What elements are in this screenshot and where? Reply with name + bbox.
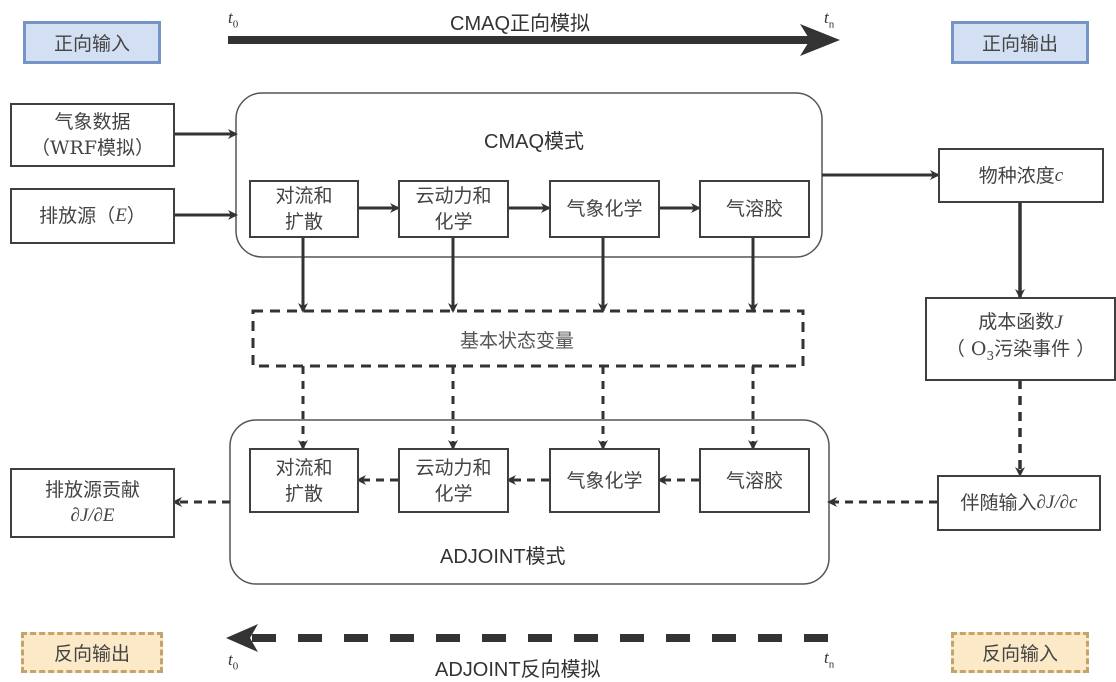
state-box-frame — [251, 309, 805, 368]
cost-o3-open: （ O — [945, 338, 987, 361]
cmaq-module-aerosol: 气溶胶 — [699, 180, 810, 238]
adjoint-input-prefix: 伴随输入 — [960, 492, 1037, 514]
t0-symbol: t — [228, 8, 233, 27]
t0-subscript: 0 — [232, 660, 239, 673]
backward-tn-label: tn — [824, 648, 834, 670]
adjoint-module-transport: 对流和 扩散 — [249, 448, 359, 513]
cmaq-module-cloud: 云动力和 化学 — [398, 180, 509, 238]
cmaq-module-transport: 对流和 扩散 — [249, 180, 359, 238]
module-line1: 云动力和 — [415, 185, 492, 207]
cost-line2: （ O3污染事件 ） — [946, 336, 1095, 369]
module-line1: 气溶胶 — [725, 198, 783, 220]
meteo-data-line2: （WRF模拟） — [30, 137, 155, 159]
cost-prefix: 成本函数 — [978, 311, 1055, 334]
backward-input-label: 反向输入 — [981, 643, 1058, 665]
forward-timeline-title: CMAQ正向模拟 — [450, 13, 590, 35]
module-line1: 云动力和 — [415, 456, 492, 479]
adjoint-module-cloud: 云动力和 化学 — [398, 448, 509, 513]
forward-t0-label: t0 — [228, 8, 238, 30]
cost-variable: J — [1054, 312, 1063, 334]
emission-variable: E — [115, 205, 127, 226]
meteo-data-line1: 气象数据 — [54, 111, 131, 133]
forward-input-legend: 正向输入 — [23, 21, 161, 64]
t0-subscript: 0 — [232, 18, 239, 31]
backward-timeline-arrowhead — [226, 624, 258, 652]
module-line2: 化学 — [434, 211, 473, 233]
module-line2: 扩散 — [284, 482, 323, 505]
tn-symbol: t — [824, 8, 829, 27]
cost-function-box: 成本函数J （ O3污染事件 ） — [925, 297, 1116, 381]
species-prefix: 物种浓度 — [978, 164, 1055, 187]
module-line1: 气象化学 — [566, 469, 643, 492]
tn-subscript: n — [828, 18, 835, 31]
tn-subscript: n — [828, 658, 835, 671]
adjoint-module-aerosol: 气溶胶 — [699, 448, 810, 513]
module-line1: 对流和 — [275, 185, 333, 207]
forward-tn-label: tn — [824, 8, 834, 30]
module-line1: 气溶胶 — [725, 469, 783, 492]
forward-output-label: 正向输出 — [981, 33, 1058, 55]
adjoint-module-gas-chem: 气象化学 — [549, 448, 660, 513]
cost-o3-subscript: 3 — [986, 348, 995, 363]
cmaq-module-gas-chem: 气象化学 — [549, 180, 660, 238]
backward-output-label: 反向输出 — [53, 643, 130, 665]
adjoint-model-title: ADJOINT模式 — [440, 546, 566, 568]
contribution-line1: 排放源贡献 — [44, 479, 140, 501]
module-line1: 对流和 — [275, 456, 333, 479]
forward-output-legend: 正向输出 — [951, 21, 1089, 64]
forward-timeline-arrowhead — [800, 24, 840, 56]
species-variable: c — [1054, 164, 1064, 186]
contribution-expression: ∂J/∂E — [70, 505, 115, 526]
tn-symbol: t — [824, 648, 829, 667]
backward-output-legend: 反向输出 — [21, 632, 163, 673]
module-line1: 气象化学 — [566, 198, 643, 220]
backward-input-legend: 反向输入 — [951, 632, 1089, 673]
cost-o3-rest: 污染事件 ） — [994, 338, 1096, 361]
cost-line1: 成本函数J — [978, 309, 1062, 336]
module-line2: 化学 — [434, 482, 473, 505]
cmaq-model-title: CMAQ模式 — [484, 131, 584, 153]
forward-input-label: 正向输入 — [53, 33, 130, 55]
meteo-data-box: 气象数据 （WRF模拟） — [10, 103, 175, 167]
emission-contribution-box: 排放源贡献 ∂J/∂E — [10, 468, 175, 538]
adjoint-input-box: 伴随输入∂J/∂c — [937, 475, 1101, 531]
emission-source-box: 排放源（E） — [10, 188, 175, 244]
backward-t0-label: t0 — [228, 650, 238, 672]
base-state-label: 基本状态变量 — [460, 330, 575, 352]
t0-symbol: t — [228, 650, 233, 669]
module-line2: 扩散 — [284, 211, 323, 233]
emission-prefix: 排放源（ — [39, 205, 116, 227]
emission-suffix: ） — [126, 205, 146, 227]
adjoint-input-expression: ∂J/∂c — [1036, 492, 1078, 513]
backward-timeline-title: ADJOINT反向模拟 — [435, 659, 601, 681]
